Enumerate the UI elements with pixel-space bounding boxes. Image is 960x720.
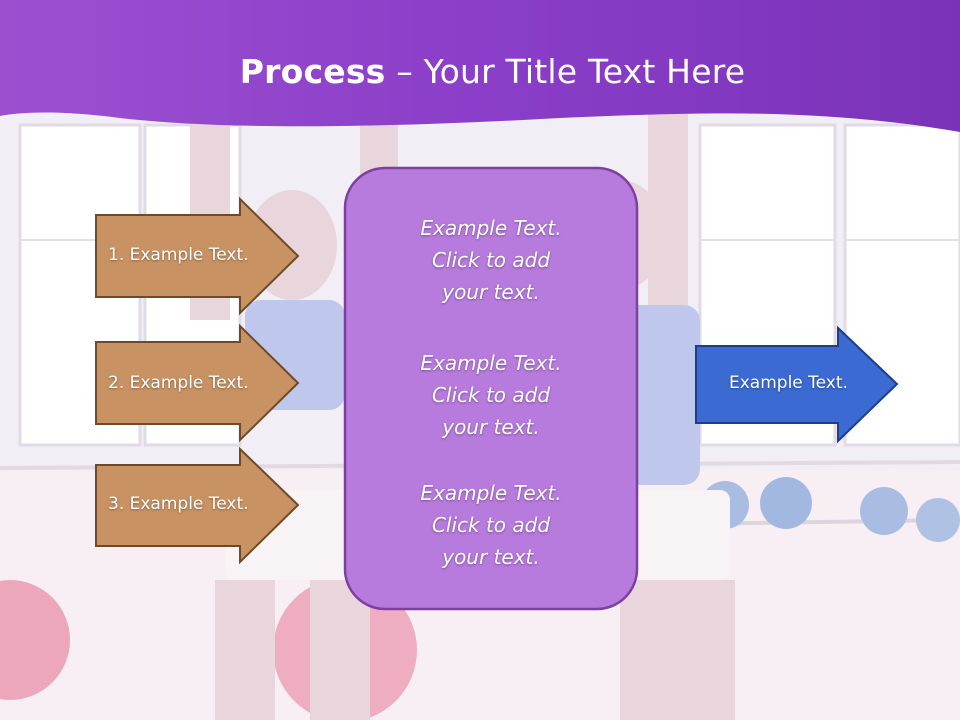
left-arrow-1[interactable]	[95, 196, 300, 316]
center-line: Click to add	[431, 383, 551, 407]
right-arrow-label: Example Text.	[729, 373, 848, 393]
center-text-block-1: Example Text. Click to add your text.	[345, 212, 637, 308]
slide-title[interactable]: Process – Your Title Text Here	[0, 52, 960, 91]
title-bold: Process	[239, 52, 386, 91]
center-content-box[interactable]	[343, 166, 639, 611]
left-arrow-3[interactable]	[95, 446, 300, 565]
title-rest: – Your Title Text Here	[385, 52, 746, 91]
center-line: your text.	[442, 415, 540, 439]
right-arrow[interactable]	[695, 325, 899, 444]
center-line: your text.	[442, 545, 540, 569]
center-text-block-3: Example Text. Click to add your text.	[345, 477, 637, 573]
center-line: Example Text.	[420, 481, 562, 505]
center-line: Example Text.	[420, 216, 562, 240]
center-line: your text.	[442, 280, 540, 304]
center-line: Example Text.	[420, 351, 562, 375]
center-line: Click to add	[431, 248, 551, 272]
center-line: Click to add	[431, 513, 551, 537]
left-arrow-2[interactable]	[95, 323, 300, 443]
center-text-block-2: Example Text. Click to add your text.	[345, 347, 637, 443]
left-arrow-label-2: 2. Example Text.	[108, 373, 249, 393]
left-arrow-label-1: 1. Example Text.	[108, 245, 249, 265]
left-arrow-label-3: 3. Example Text.	[108, 494, 249, 514]
